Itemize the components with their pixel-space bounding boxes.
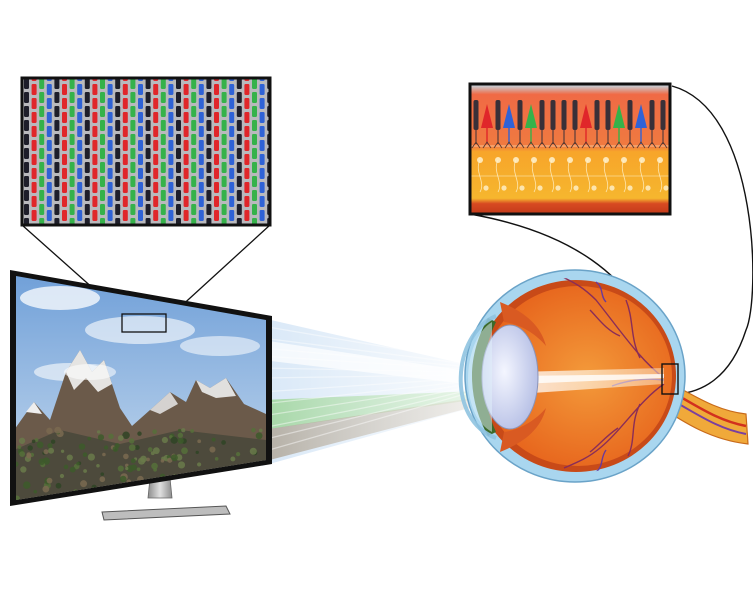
photoreceptor-row — [471, 100, 668, 149]
rod-cell — [594, 100, 600, 130]
rod-cell — [473, 100, 479, 130]
rod-cell — [495, 100, 501, 130]
cone-red-cell — [481, 104, 493, 128]
cone-red-cell — [580, 104, 592, 128]
rod-cell — [627, 100, 633, 130]
retina-inset — [468, 82, 672, 216]
ciliary-body-bottom — [500, 408, 546, 452]
rod-cell — [539, 100, 545, 130]
subpixel-array — [24, 78, 270, 225]
pixel-grid-inset — [20, 76, 272, 227]
cone-green-cell — [525, 104, 537, 128]
rod-cell — [605, 100, 611, 130]
rod-cell — [550, 100, 556, 130]
rod-cell — [561, 100, 567, 130]
light-beam — [261, 318, 501, 466]
rod-cell — [660, 100, 666, 130]
cone-green-cell — [613, 104, 625, 128]
ciliary-body-top — [500, 302, 546, 346]
cornea — [458, 314, 497, 440]
eye-cross-section — [458, 269, 749, 483]
tv-zoom-region-marker — [121, 313, 167, 333]
rod-cell — [517, 100, 523, 130]
television — [10, 270, 272, 521]
tv-stand-base — [101, 505, 231, 521]
rod-cell — [572, 100, 578, 130]
cone-blue-cell — [635, 104, 647, 128]
tv-screen-landscape-icon — [16, 276, 266, 500]
cone-blue-cell — [503, 104, 515, 128]
rod-cell — [649, 100, 655, 130]
retina-neuron-layer — [470, 145, 670, 193]
retina-zoom-region-marker — [661, 363, 679, 395]
